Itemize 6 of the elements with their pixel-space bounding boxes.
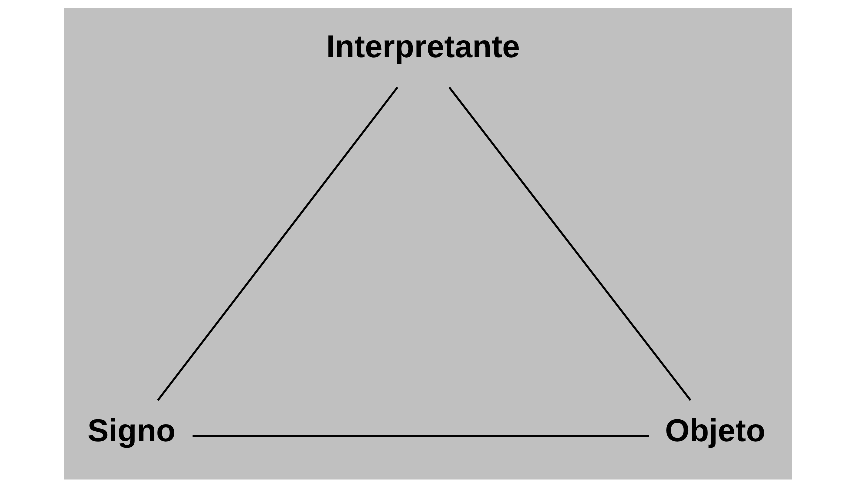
connector — [156, 86, 398, 402]
node-text: Objeto — [664, 412, 766, 449]
connector — [192, 435, 649, 438]
connector — [448, 86, 692, 402]
node-text: Signo — [87, 412, 176, 449]
node-text: Interpretante — [326, 28, 520, 64]
